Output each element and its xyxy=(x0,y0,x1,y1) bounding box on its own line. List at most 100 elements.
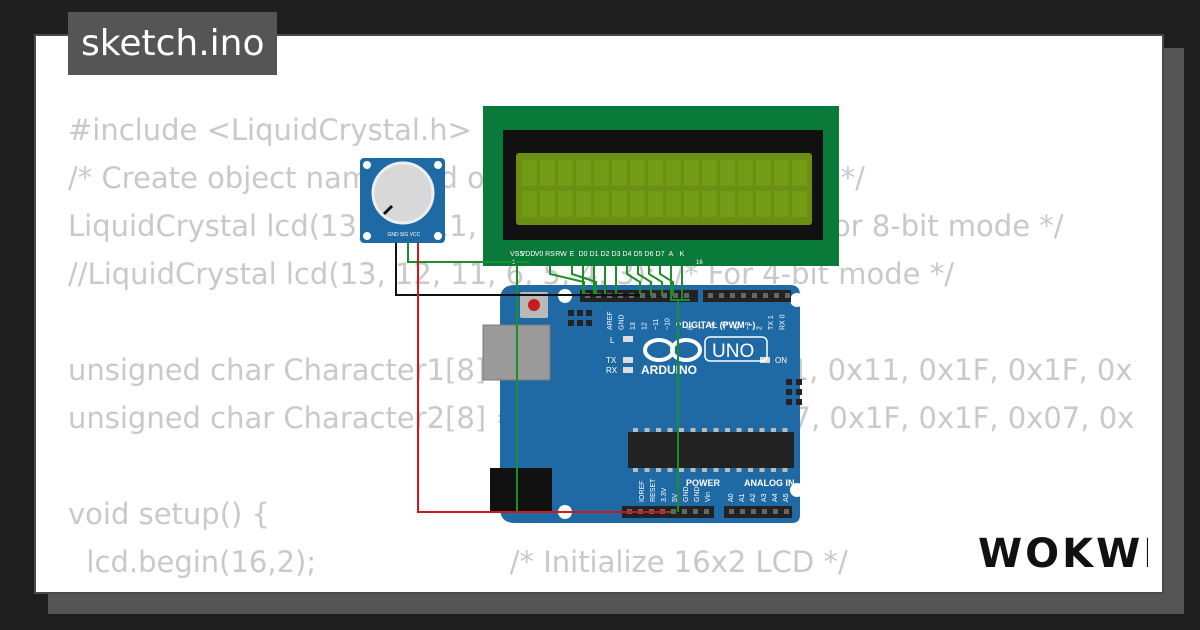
uno-text: UNO xyxy=(712,341,754,362)
wire-lcd-to-arduino xyxy=(659,266,674,296)
pot-pin-label: VCC xyxy=(410,232,421,238)
icsp-pin xyxy=(786,399,792,405)
led-label: L xyxy=(610,336,615,345)
wire-lcd-to-arduino xyxy=(648,266,663,296)
chip-pin xyxy=(782,468,788,472)
pot-knob-indicator xyxy=(382,204,394,216)
digital-pin-label: 4 xyxy=(734,326,741,330)
header-pin xyxy=(719,293,724,298)
digital-header-right xyxy=(703,290,791,302)
lcd-char-cell xyxy=(576,191,591,217)
chip-pin xyxy=(736,428,742,432)
chip-pin xyxy=(759,468,765,472)
icsp-pin xyxy=(568,310,574,316)
wire-pot-signal xyxy=(407,243,529,266)
digital-pin-label: 2 xyxy=(757,326,764,330)
led-rx xyxy=(623,367,633,373)
led-l xyxy=(623,336,633,342)
pot-hole xyxy=(363,232,371,240)
digital-pin-label: ~5 xyxy=(722,322,729,330)
chip-pin xyxy=(759,428,765,432)
chip-pin xyxy=(748,468,753,472)
lcd-pin-label: D2 xyxy=(601,251,610,258)
code-line: void setup() { xyxy=(68,497,270,531)
header-pin xyxy=(682,509,687,514)
chip-pin xyxy=(702,468,707,472)
lcd-char-cell xyxy=(612,160,627,186)
lcd-char-cell xyxy=(684,160,699,186)
lcd-pin-label: VSS xyxy=(510,251,524,258)
chip-pin xyxy=(771,428,776,432)
chip-pin xyxy=(644,468,650,472)
mounting-hole xyxy=(790,483,804,497)
chip-pin xyxy=(713,468,719,472)
pot-pin-label: SIG xyxy=(400,232,409,238)
icsp-pin xyxy=(586,320,592,326)
wire-pot-vcc xyxy=(417,243,670,513)
lcd-char-cell xyxy=(720,160,735,186)
icsp-pin xyxy=(577,320,583,326)
lcd-pin-label: D6 xyxy=(645,251,654,258)
icsp-pin xyxy=(568,320,574,326)
lcd-char-cell xyxy=(792,191,807,217)
lcd-pin-label: RW xyxy=(555,251,567,258)
lcd-pin-label: A xyxy=(669,251,674,258)
code-line: lcd.begin(16,2); /* Initialize 16x2 LCD … xyxy=(68,545,848,579)
header-pin xyxy=(708,293,713,298)
lcd-char-cell xyxy=(576,160,591,186)
chip-pin xyxy=(656,468,661,472)
power-pin-label: GND xyxy=(694,486,701,502)
lcd-char-cell xyxy=(594,160,609,186)
lcd-char-cell xyxy=(630,191,645,217)
lcd-pin-label: D3 xyxy=(612,251,621,258)
pot-hole xyxy=(434,232,442,240)
header-pin xyxy=(662,293,667,298)
analog-label: ANALOG IN xyxy=(744,478,795,488)
icsp-pin xyxy=(786,389,792,395)
lcd-char-cell xyxy=(558,191,573,217)
lcd-char-cell xyxy=(756,160,771,186)
chip-pin xyxy=(782,428,788,432)
lcd-char-cell xyxy=(594,191,609,217)
lcd-char-cell xyxy=(792,160,807,186)
analog-pin-label: A0 xyxy=(728,493,735,502)
power-pin-label: IOREF xyxy=(639,481,646,502)
code-line: #include <LiquidCrystal.h> xyxy=(68,113,472,147)
lcd-char-cell xyxy=(630,160,645,186)
chip-pin xyxy=(702,428,707,432)
wire-pot-gnd xyxy=(395,243,640,296)
chip-pin xyxy=(633,468,638,472)
atmega-chip xyxy=(628,432,794,468)
header-pin xyxy=(763,293,768,298)
lcd-char-cell xyxy=(558,160,573,186)
chip-pin xyxy=(667,428,673,432)
chip-pin xyxy=(725,468,730,472)
icsp-pin xyxy=(786,379,792,385)
lcd-pin-label: D4 xyxy=(623,251,632,258)
lcd-char-cell xyxy=(648,191,663,217)
icsp-pin xyxy=(796,399,802,405)
digital-pin-label: ~11 xyxy=(653,319,660,330)
header-pin xyxy=(640,293,645,298)
wire-lcd-to-arduino xyxy=(637,266,652,296)
chip-pin xyxy=(736,468,742,472)
lcd-pin-label: K xyxy=(680,251,685,258)
lcd-pin-label: D7 xyxy=(656,251,665,258)
digital-pin-label: ~9 xyxy=(676,322,683,330)
digital-pin-label: ~3 xyxy=(745,322,752,330)
icsp-pin xyxy=(796,389,802,395)
arduino-logo-text: ARDUINO xyxy=(641,363,697,377)
header-pin xyxy=(693,509,698,514)
digital-pin-label: 12 xyxy=(642,322,649,330)
digital-pin-label: RX 0 xyxy=(780,314,787,330)
reset-button xyxy=(528,299,540,311)
icsp-pin xyxy=(796,379,802,385)
chip-pin xyxy=(679,428,684,432)
analog-pin-label: A2 xyxy=(750,493,757,502)
lcd-pin-label: RS xyxy=(545,251,555,258)
digital-pin-label: ~6 xyxy=(711,322,718,330)
header-pin xyxy=(684,293,689,298)
